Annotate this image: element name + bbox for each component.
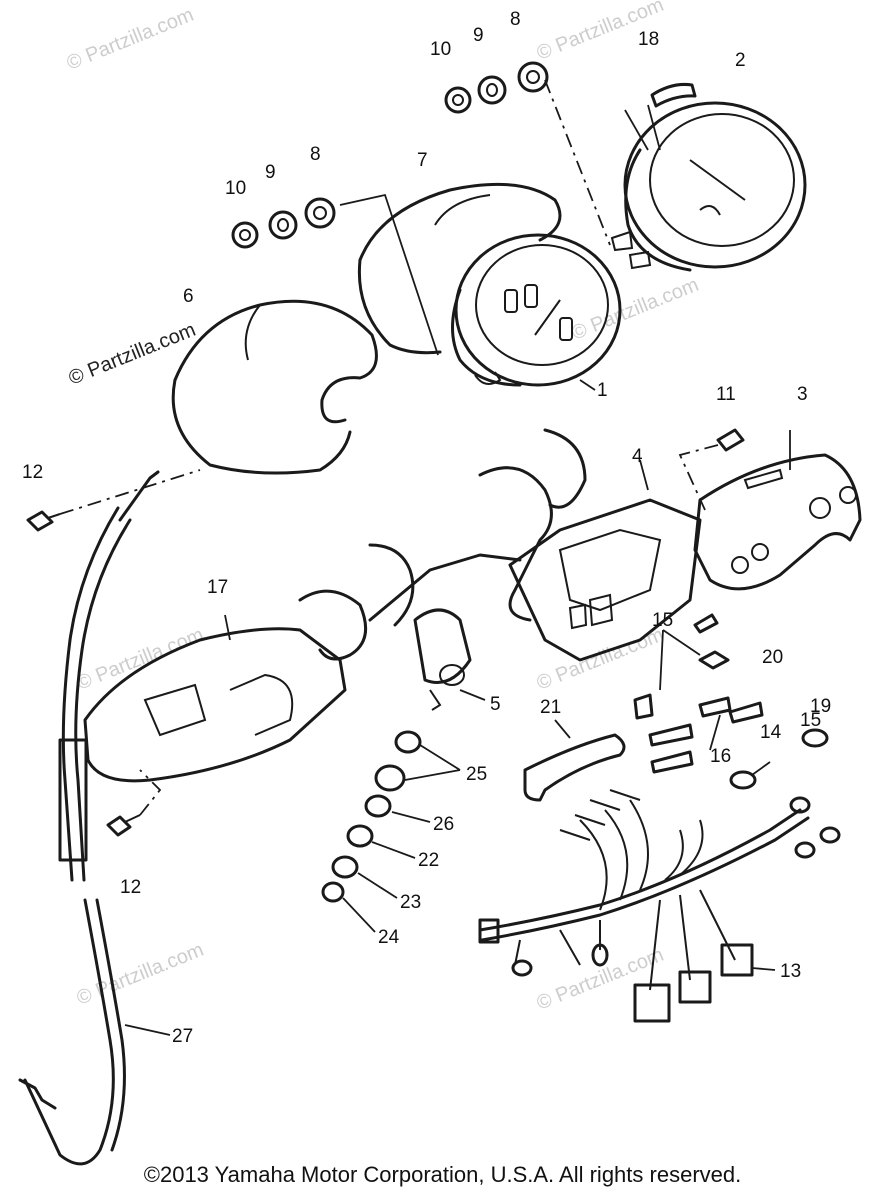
switch-5 [413, 608, 486, 711]
callout-20: 20 [762, 647, 783, 668]
watermark: © Partzilla.com [74, 624, 207, 695]
callout-1: 1 [597, 380, 608, 401]
speedometer-gauge [451, 233, 622, 391]
clip-18 [650, 83, 697, 108]
callout-10a: 10 [430, 39, 451, 60]
callout-8a: 8 [510, 9, 521, 30]
bulb-sockets [633, 613, 764, 774]
screw-11 [678, 428, 745, 511]
watermark-dark: © Partzilla.com [66, 319, 199, 390]
bulb-19-14 [729, 728, 829, 790]
callout-16: 16 [710, 746, 731, 767]
callout-14: 14 [760, 722, 782, 743]
speedometer-cable [18, 470, 160, 1166]
callout-11: 11 [716, 384, 736, 405]
cable-leader-27 [124, 1024, 171, 1036]
lower-cover-17 [83, 543, 522, 783]
callout-23: 23 [400, 892, 421, 913]
watermark: © Partzilla.com [64, 4, 197, 75]
callout-17: 17 [207, 577, 228, 598]
washers-left [231, 193, 439, 356]
callout-5: 5 [490, 694, 501, 715]
screw-12-bottom [106, 769, 162, 837]
callout-6: 6 [183, 286, 194, 307]
callout-19: 19 [810, 696, 831, 717]
tachometer-gauge [610, 101, 807, 272]
callout-4: 4 [632, 446, 643, 467]
callout-12b: 12 [120, 877, 141, 898]
copyright-footer: ©2013 Yamaha Motor Corporation, U.S.A. A… [143, 1162, 742, 1187]
indicator-panel-4 [478, 428, 702, 662]
watermark: © Partzilla.com [569, 274, 702, 345]
callout-2: 2 [735, 50, 746, 71]
grommets [321, 730, 461, 933]
bracket-3 [693, 429, 862, 591]
callout-9b: 9 [265, 162, 276, 183]
callout-18: 18 [638, 29, 659, 50]
callout-15b: 15 [800, 710, 821, 731]
callout-10b: 10 [225, 178, 246, 199]
callout-7: 7 [417, 150, 428, 171]
callout-9a: 9 [473, 25, 484, 46]
callout-3: 3 [797, 384, 808, 405]
callout-24: 24 [378, 927, 400, 948]
screw-12-top [26, 469, 201, 532]
callout-22: 22 [418, 850, 439, 871]
callout-26: 26 [433, 814, 454, 835]
gauge-cover-7 [357, 182, 562, 355]
callout-25: 25 [466, 764, 487, 785]
gauge-cover-6 [171, 299, 378, 475]
bracket-21 [523, 719, 626, 802]
callout-13: 13 [780, 961, 801, 982]
callout-15a: 15 [652, 610, 673, 631]
washers-top [444, 61, 611, 246]
callout-8b: 8 [310, 144, 321, 165]
wire-harness-13 [478, 789, 841, 1023]
callout-21: 21 [540, 697, 561, 718]
callout-12a: 12 [22, 462, 43, 483]
callout-27: 27 [172, 1026, 193, 1047]
watermark: © Partzilla.com [534, 944, 667, 1015]
